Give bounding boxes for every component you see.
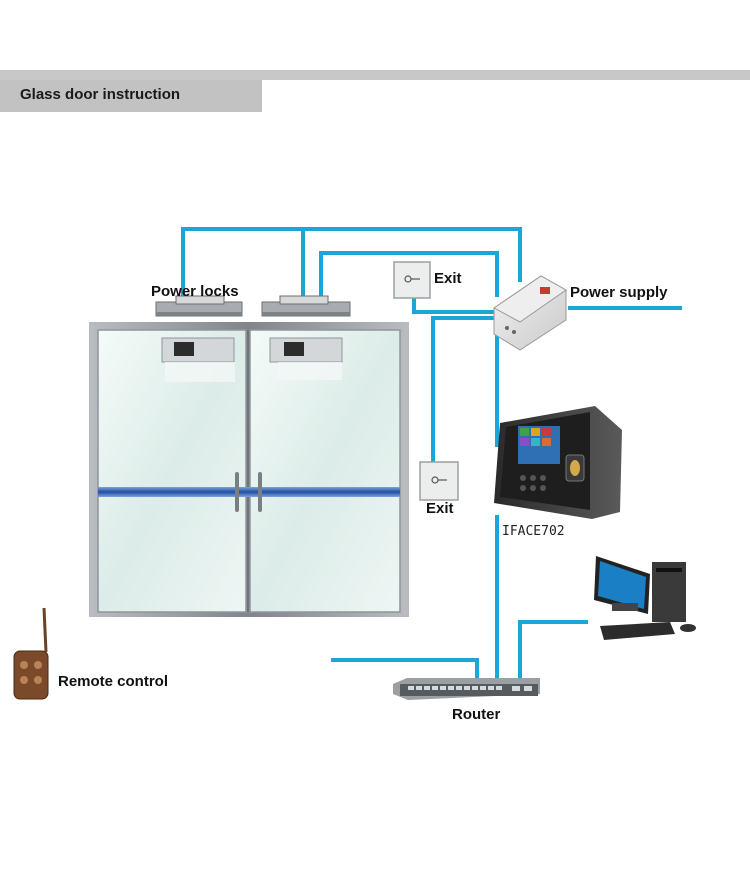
label-router: Router	[452, 706, 501, 723]
exit-button-side	[419, 461, 459, 501]
label-remote-control: Remote control	[58, 673, 169, 690]
page-title: Glass door instruction	[20, 86, 181, 103]
power-lock-right	[261, 295, 351, 317]
header-bar	[0, 70, 750, 80]
label-exit-top: Exit	[434, 270, 462, 287]
computer	[594, 556, 696, 640]
label-power-supply: Power supply	[570, 284, 668, 301]
exit-button-top	[393, 261, 431, 299]
remote-control	[13, 607, 49, 700]
label-device-model: IFACE702	[502, 524, 565, 539]
glass-door	[89, 322, 409, 617]
label-exit-side: Exit	[426, 500, 454, 517]
wiring	[181, 227, 682, 687]
iface-device	[494, 406, 622, 519]
title-tab	[0, 80, 262, 112]
power-supply	[493, 275, 567, 351]
router	[393, 678, 540, 700]
power-lock-left	[155, 295, 243, 317]
label-power-locks: Power locks	[151, 283, 239, 300]
